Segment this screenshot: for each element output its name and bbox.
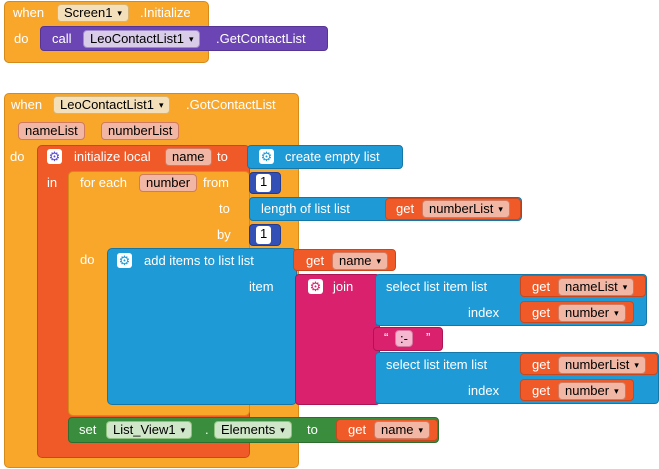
- getcontactlist-method-label: .GetContactList: [216, 31, 306, 46]
- initialize-event-label: .Initialize: [140, 5, 191, 20]
- param-namelist[interactable]: nameList: [18, 122, 85, 140]
- quote-open: “: [384, 330, 389, 345]
- get-label: get: [396, 201, 415, 216]
- initialize-local-label: initialize local: [74, 149, 151, 164]
- index-label: index: [468, 383, 500, 398]
- get-label: get: [532, 357, 551, 372]
- name-variable-dropdown[interactable]: name▾: [332, 252, 389, 270]
- dropdown-arrow-icon: ▾: [634, 360, 639, 370]
- to-label: to: [307, 422, 318, 437]
- from-number-value[interactable]: 1: [256, 174, 272, 192]
- dropdown-arrow-icon: ▾: [376, 256, 382, 266]
- add-items-to-list-block[interactable]: [107, 248, 297, 405]
- param-numberlist[interactable]: numberList: [101, 122, 180, 140]
- call-label: call: [52, 31, 72, 46]
- dropdown-arrow-icon: ▾: [418, 425, 424, 435]
- when-label: when: [11, 97, 43, 112]
- quote-close: ”: [426, 330, 431, 345]
- by-number-value[interactable]: 1: [256, 226, 272, 244]
- get-label: get: [348, 422, 367, 437]
- number-index-dropdown[interactable]: number▾: [558, 304, 626, 322]
- get-label: get: [532, 279, 551, 294]
- length-of-list-label: length of list list: [261, 201, 350, 216]
- number-index-dropdown-2[interactable]: number▾: [558, 382, 626, 400]
- select-list-item-label: select list item list: [386, 357, 488, 372]
- do-label: do: [14, 31, 29, 46]
- do-label: do: [10, 149, 25, 164]
- item-label: item: [249, 279, 274, 294]
- when-label: when: [13, 5, 45, 20]
- dropdown-arrow-icon: ▾: [614, 386, 619, 396]
- numberlist-dropdown-2[interactable]: numberList▾: [558, 356, 646, 374]
- set-label: set: [79, 422, 97, 437]
- dropdown-arrow-icon: ▾: [498, 204, 503, 214]
- gear-icon[interactable]: ⚙: [117, 253, 132, 268]
- dropdown-arrow-icon: ▾: [158, 100, 164, 110]
- get-label: get: [306, 253, 325, 268]
- index-label: index: [468, 305, 500, 320]
- call-component-dropdown[interactable]: LeoContactList1▾: [83, 30, 201, 48]
- gear-icon[interactable]: ⚙: [308, 279, 323, 294]
- separator-text-field[interactable]: :-: [395, 330, 413, 347]
- create-empty-list-label: create empty list: [285, 149, 380, 164]
- local-variable-name[interactable]: name: [165, 148, 212, 166]
- dropdown-arrow-icon: ▾: [614, 308, 619, 318]
- for-each-label: for each: [80, 175, 127, 190]
- do-label: do: [80, 252, 95, 267]
- dropdown-arrow-icon: ▾: [180, 425, 186, 435]
- gear-icon[interactable]: ⚙: [259, 149, 274, 164]
- dropdown-arrow-icon: ▾: [117, 8, 122, 18]
- to-label: to: [219, 201, 230, 216]
- dot-label: .: [205, 422, 209, 437]
- by-label: by: [217, 227, 231, 242]
- gotcontactlist-event-label: .GotContactList: [186, 97, 276, 112]
- elements-property-dropdown[interactable]: Elements▾: [214, 421, 292, 439]
- name-variable-dropdown-2[interactable]: name▾: [374, 421, 431, 439]
- in-label: in: [47, 175, 58, 190]
- namelist-dropdown[interactable]: nameList▾: [558, 278, 635, 296]
- dropdown-arrow-icon: ▾: [188, 34, 194, 44]
- leocontactlist-component-dropdown[interactable]: LeoContactList1▾: [53, 96, 171, 114]
- dropdown-arrow-icon: ▾: [280, 425, 285, 435]
- add-items-label: add items to list list: [144, 253, 254, 268]
- to-label: to: [217, 149, 228, 164]
- join-label: join: [333, 279, 354, 294]
- get-label: get: [532, 305, 551, 320]
- get-label: get: [532, 383, 551, 398]
- from-label: from: [203, 175, 229, 190]
- dropdown-arrow-icon: ▾: [622, 282, 628, 292]
- gear-icon[interactable]: ⚙: [47, 149, 62, 164]
- screen1-component-dropdown[interactable]: Screen1▾: [57, 4, 129, 22]
- numberlist-dropdown[interactable]: numberList▾: [422, 200, 510, 218]
- listview-component-dropdown[interactable]: List_View1▾: [106, 421, 193, 439]
- select-list-item-label: select list item list: [386, 279, 488, 294]
- loop-variable-number[interactable]: number: [139, 174, 198, 192]
